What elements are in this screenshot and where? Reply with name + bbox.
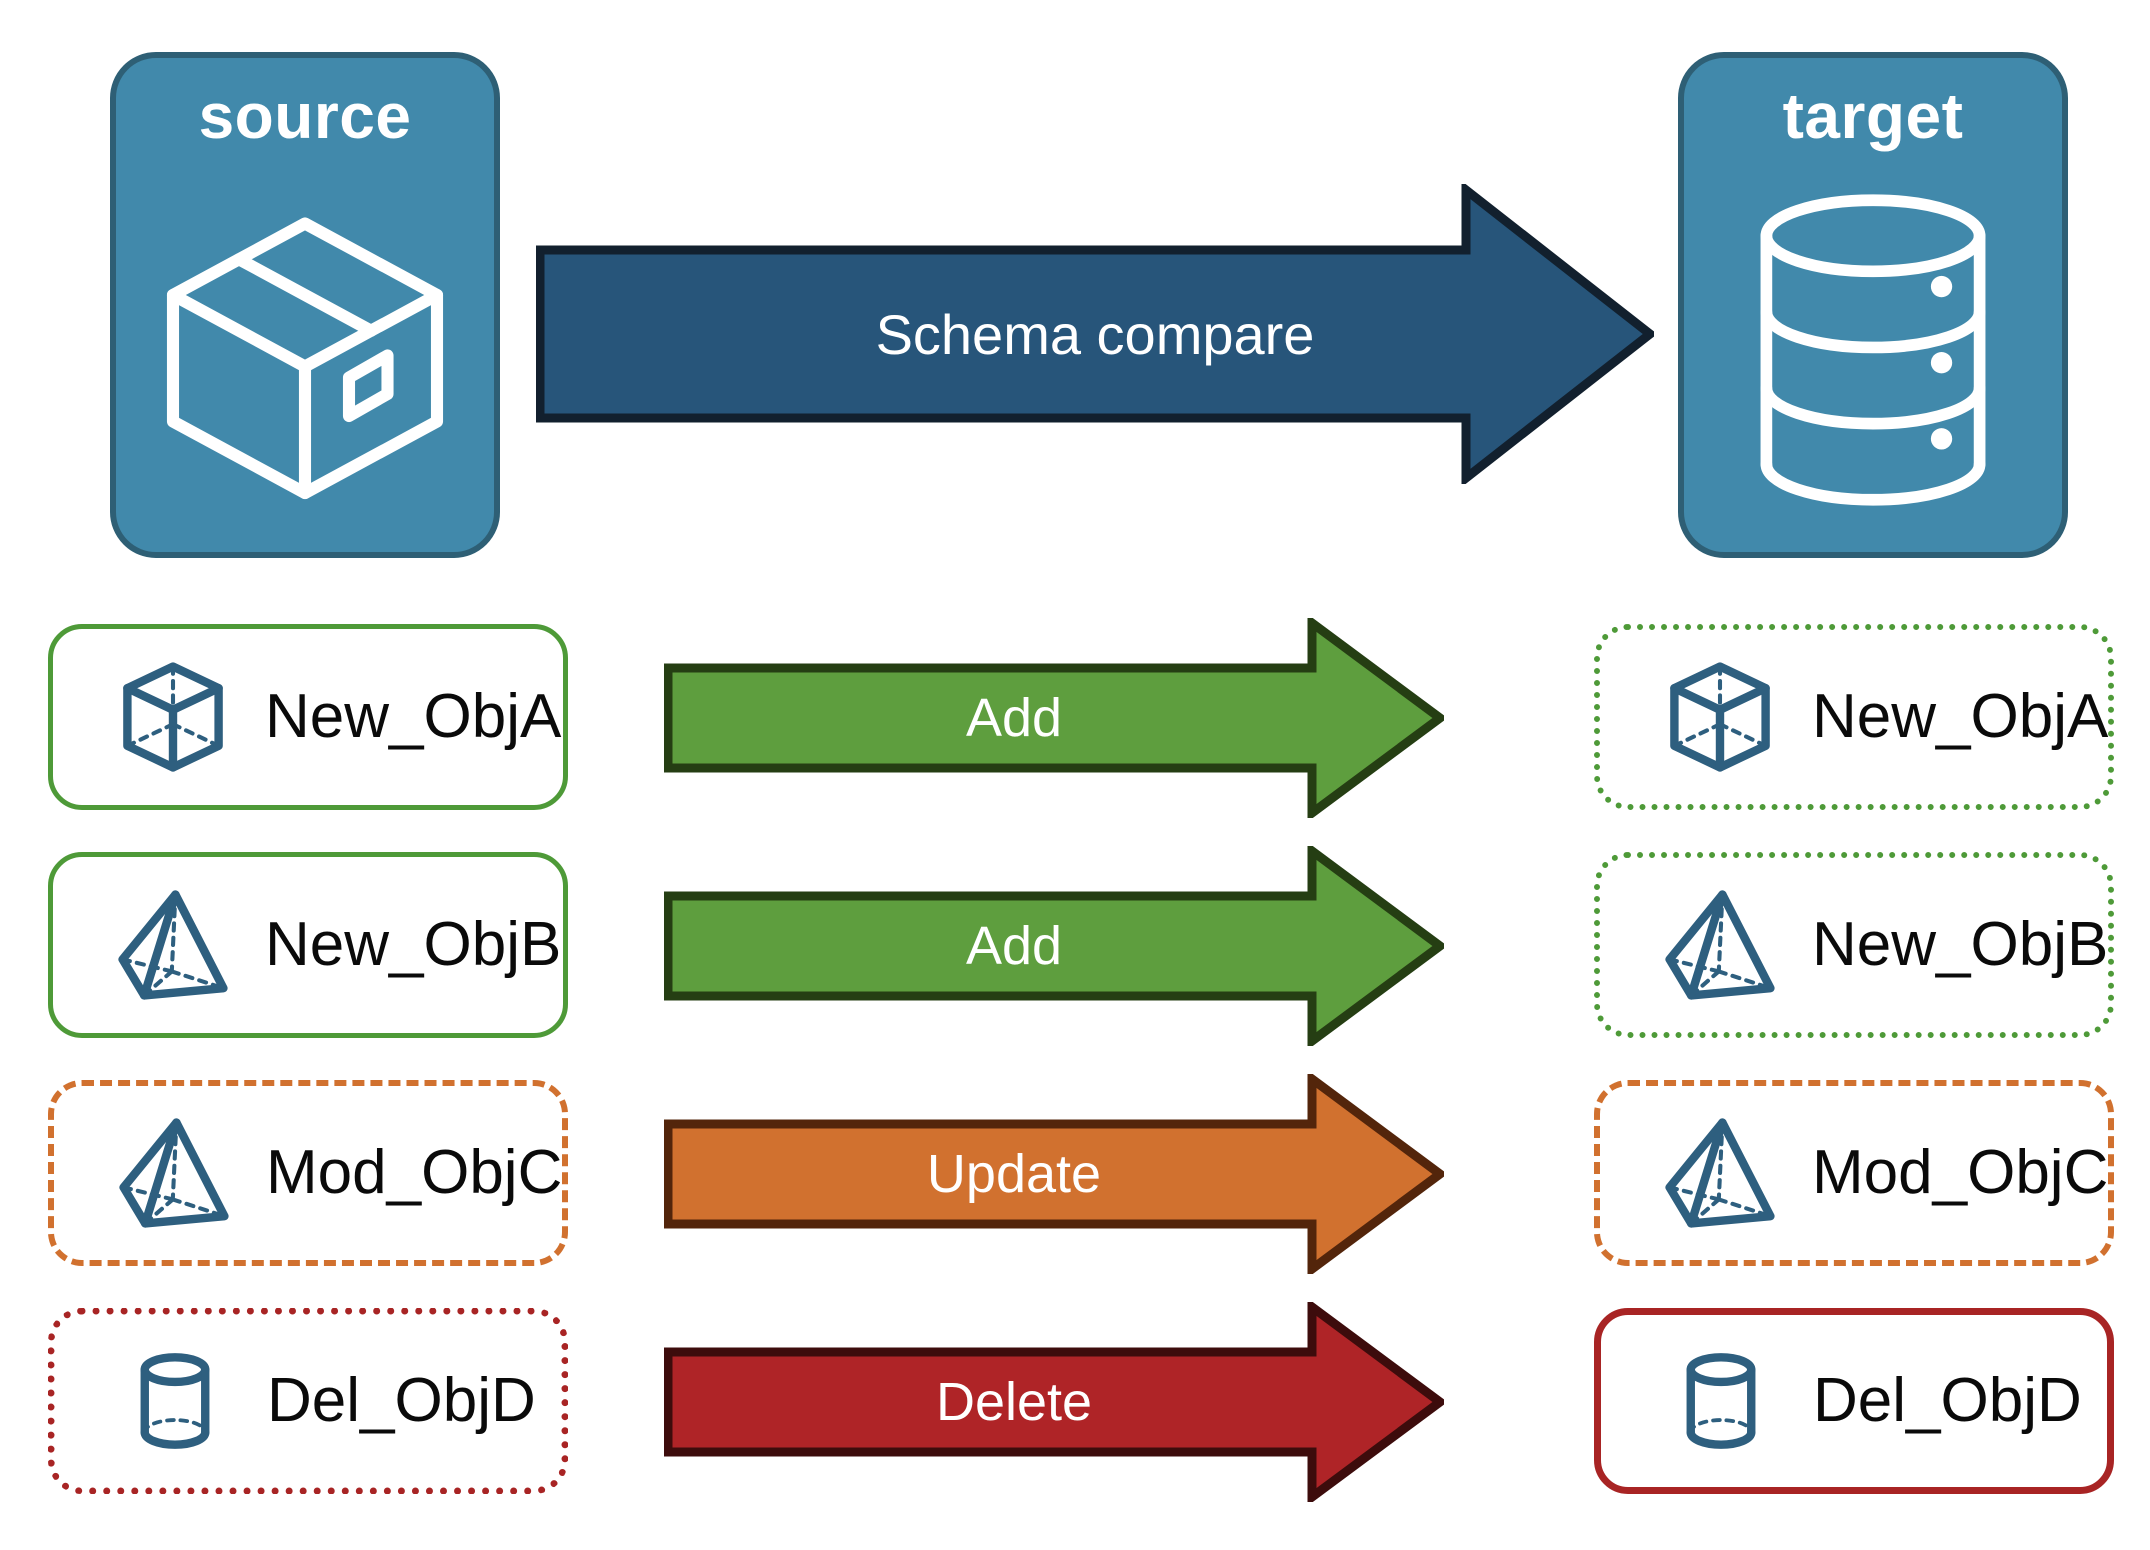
target-object-name: Mod_ObjC [1812,1138,2109,1207]
add-arrow[interactable] [664,846,1444,1046]
package-box-icon [116,148,494,552]
target-object-name: New_ObjB [1812,910,2109,979]
target-object-box[interactable]: New_ObjB [1594,852,2114,1038]
source-object-name: New_ObjA [265,682,562,751]
target-endpoint-card: target [1678,52,2068,558]
wireframe-cylinder-icon [113,1339,237,1463]
target-object-box[interactable]: Mod_ObjC [1594,1080,2114,1266]
wireframe-pyramid-icon [111,883,235,1007]
target-object-box[interactable]: Del_ObjD [1594,1308,2114,1494]
source-object-name: Mod_ObjC [266,1138,563,1207]
wireframe-cube-icon [111,655,235,779]
delete-arrow[interactable] [664,1302,1444,1502]
source-object-box[interactable]: New_ObjA [48,624,568,810]
source-label: source [198,80,412,152]
wireframe-cylinder-icon [1659,1339,1783,1463]
source-object-box[interactable]: New_ObjB [48,852,568,1038]
source-object-box[interactable]: Mod_ObjC [48,1080,568,1266]
add-arrow[interactable] [664,618,1444,818]
source-object-box[interactable]: Del_ObjD [48,1308,568,1494]
database-cylinder-icon [1684,148,2062,552]
wireframe-cube-icon [1658,655,1782,779]
update-arrow[interactable] [664,1074,1444,1274]
source-object-name: Del_ObjD [267,1366,536,1435]
target-object-name: Del_ObjD [1813,1366,2082,1435]
source-object-name: New_ObjB [265,910,562,979]
schema-compare-arrow [536,184,1654,484]
wireframe-pyramid-icon [1658,1111,1782,1235]
wireframe-pyramid-icon [112,1111,236,1235]
target-label: target [1782,80,1964,152]
target-object-name: New_ObjA [1812,682,2109,751]
source-endpoint-card: source [110,52,500,558]
wireframe-pyramid-icon [1658,883,1782,1007]
target-object-box[interactable]: New_ObjA [1594,624,2114,810]
